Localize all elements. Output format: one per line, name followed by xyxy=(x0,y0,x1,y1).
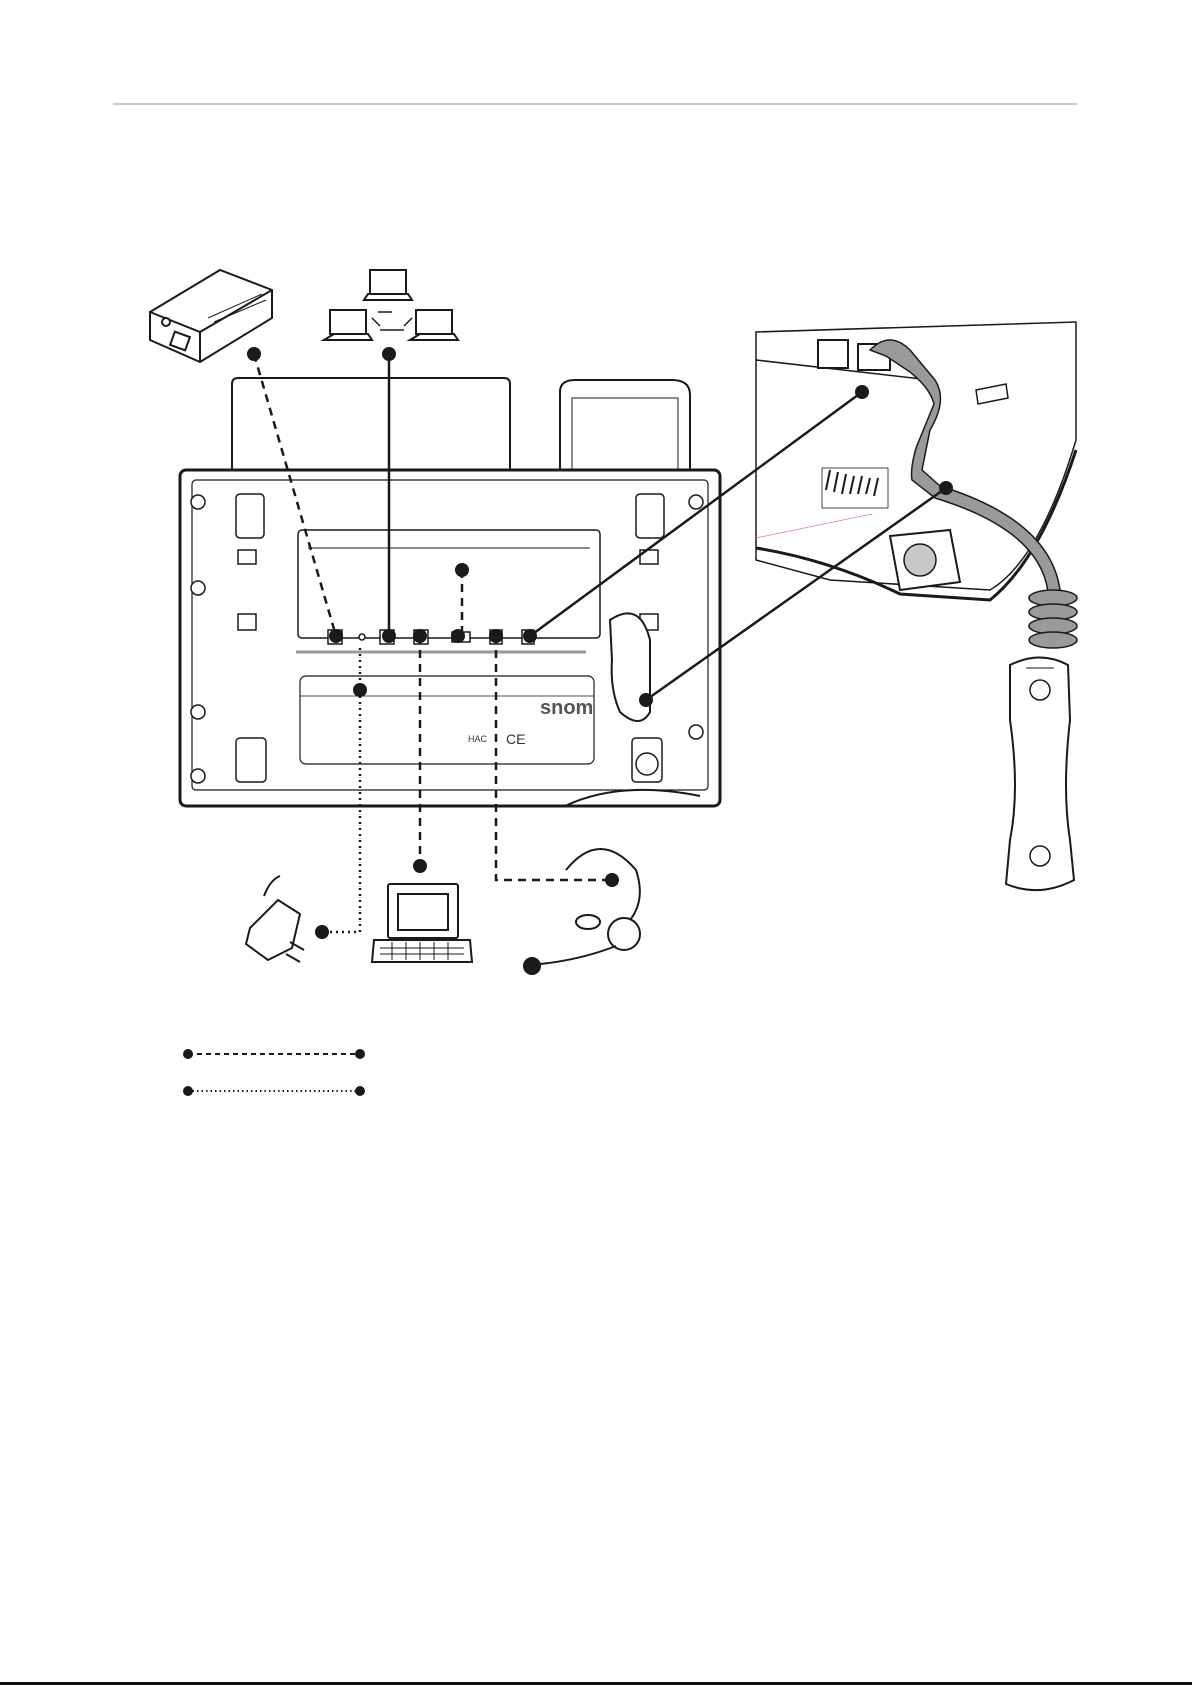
port-pin xyxy=(359,634,365,640)
brand-logo: snom xyxy=(540,697,593,719)
hac-label: HAC xyxy=(468,734,488,744)
handset-icon xyxy=(1006,658,1074,891)
computer-icon xyxy=(372,884,472,962)
power-adapter-icon xyxy=(246,876,304,962)
legend-dotted xyxy=(184,1087,364,1095)
phone-base xyxy=(180,378,720,806)
ce-label: CE xyxy=(506,731,525,747)
legend xyxy=(184,1050,364,1095)
legend-dashed xyxy=(184,1050,364,1058)
headset-icon xyxy=(524,849,640,974)
network-icon xyxy=(324,270,458,340)
